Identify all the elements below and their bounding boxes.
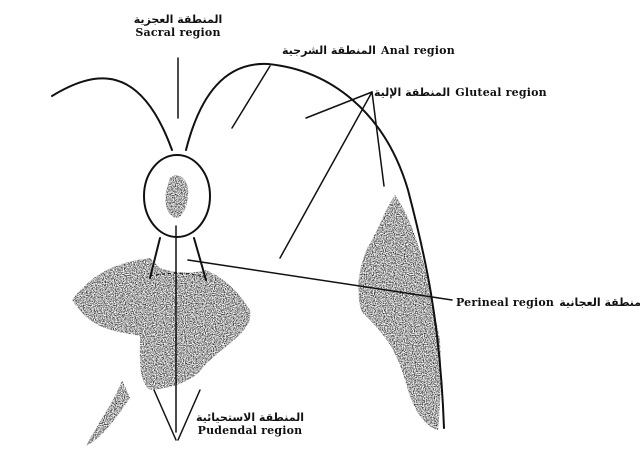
sacral-shading xyxy=(165,175,188,218)
gluteal-leader-2 xyxy=(280,92,372,258)
sacral-region-label: المنطقة العجزية Sacral region xyxy=(128,14,228,39)
pudendal-leader-2 xyxy=(154,390,176,440)
pudendal-region-arabic: المنطقة الاستحيائية xyxy=(190,412,310,425)
gluteal-region-english: Gluteal region xyxy=(455,86,547,99)
anal-region-label: المنطقة الشرجية Anal region xyxy=(282,40,455,58)
left-leg-shading xyxy=(72,258,251,390)
perineal-region-arabic: المنطقة العجانية xyxy=(559,296,640,309)
right-side-shading xyxy=(358,195,440,430)
left-tail-shading xyxy=(86,380,130,446)
pudendal-region-english: Pudendal region xyxy=(190,425,310,438)
perineal-region-label: Perineal region المنطقة العجانية xyxy=(456,292,640,310)
anal-leader xyxy=(232,66,270,128)
left-buttock-outline xyxy=(52,78,172,150)
gluteal-leader-3 xyxy=(372,92,384,186)
perineal-region-english: Perineal region xyxy=(456,296,554,309)
pudendal-region-label: المنطقة الاستحيائية Pudendal region xyxy=(190,412,310,437)
sacral-region-arabic: المنطقة العجزية xyxy=(128,14,228,27)
sacral-region-english: Sacral region xyxy=(128,27,228,40)
gluteal-leader-1 xyxy=(306,92,372,118)
gluteal-region-arabic: المنطقة الإلية xyxy=(374,86,450,99)
anal-region-arabic: المنطقة الشرجية xyxy=(282,44,376,57)
anal-region-english: Anal region xyxy=(381,44,455,57)
gluteal-region-label: المنطقة الإلية Gluteal region xyxy=(374,82,547,100)
